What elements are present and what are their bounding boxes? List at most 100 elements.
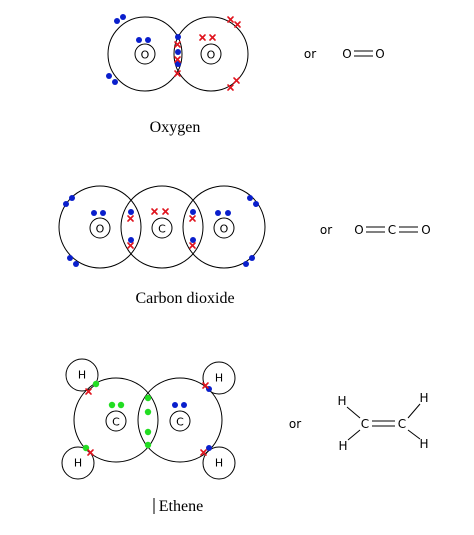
electron-cross [174, 70, 181, 77]
carbon-dioxide-molecule: O C O [58, 185, 266, 307]
co2-centre-symbol: C [158, 223, 166, 236]
co2-left-oxygen-shell [58, 185, 142, 269]
electron-cross [174, 56, 181, 63]
ethene-hydrogen-electrons [85, 382, 209, 456]
electron-dot [67, 255, 73, 261]
ethene-carbon-left-symbol: C [112, 416, 120, 429]
co2-right-oxygen-shell [182, 185, 266, 269]
electron-dot [145, 37, 151, 43]
electron-cross [151, 208, 158, 215]
co2-carbon-shell [120, 185, 204, 269]
electron-cross [162, 208, 169, 215]
ethene-carbon-right-symbol: C [176, 416, 184, 429]
carbon-dioxide-caption: Carbon dioxide [135, 290, 234, 307]
co2-carbon-electrons [127, 208, 196, 249]
electron-cross [227, 16, 234, 23]
co2-right-symbol: O [220, 223, 229, 236]
formula-atom-h: H [419, 437, 428, 451]
single-bond-line [347, 429, 361, 441]
hydrogen-top-right-shell [202, 361, 236, 395]
electron-cross [189, 242, 196, 249]
electron-dot [106, 73, 112, 79]
hydrogen-top-left-symbol: H [78, 369, 86, 382]
oxygen-right-electrons [174, 16, 241, 91]
oxygen-caption: Oxygen [150, 119, 201, 136]
electron-dot [128, 209, 134, 215]
hydrogen-bottom-right-shell [202, 446, 236, 480]
ethene-carbon-left-nucleus [105, 410, 127, 432]
oxygen-atom-left-shell [107, 16, 183, 92]
electron-cross [227, 84, 234, 91]
single-bond-line [346, 406, 361, 419]
electron-dot [136, 37, 142, 43]
single-bond-line [407, 403, 421, 419]
electron-dot [175, 49, 181, 55]
electron-dot [253, 201, 259, 207]
co2-left-oxygen-nucleus [89, 217, 111, 239]
electron-cross [85, 388, 92, 395]
ethene-left-carbon-electrons [82, 380, 152, 452]
electron-dot [243, 261, 249, 267]
formula-atom-h: H [419, 391, 428, 405]
electron-dot [144, 394, 152, 402]
oxygen-structural-formula: O O [342, 47, 384, 61]
electron-dot [69, 195, 75, 201]
formula-atom-c: C [388, 223, 396, 237]
oxygen-or-label: or [304, 47, 316, 61]
hydrogen-top-left-shell [65, 358, 99, 392]
electron-dot [190, 237, 196, 243]
ethene-carbon-left-shell [73, 377, 159, 463]
electron-cross [209, 34, 216, 41]
electron-dot [144, 408, 152, 416]
electron-dot [128, 237, 134, 243]
electron-dot [181, 402, 187, 408]
co2-carbon-nucleus [151, 217, 173, 239]
electron-cross [127, 242, 134, 249]
electron-cross [87, 449, 94, 456]
hydrogen-bottom-right-symbol: H [215, 457, 223, 470]
co2-oxygen-electrons [63, 195, 259, 267]
electron-dot [144, 428, 152, 436]
electron-dot [112, 79, 118, 85]
electron-cross [189, 215, 196, 222]
hydrogen-top-right-symbol: H [215, 372, 223, 385]
electron-dot [190, 209, 196, 215]
electron-dot [92, 380, 100, 388]
co2-structural-formula: O C O [354, 223, 430, 237]
electron-dot [63, 201, 69, 207]
electron-cross [234, 21, 241, 28]
electron-dot [215, 210, 221, 216]
co2-left-symbol: O [96, 223, 105, 236]
electron-dot [225, 210, 231, 216]
electron-dot [91, 210, 97, 216]
formula-atom-h: H [338, 439, 347, 453]
electron-dot [144, 441, 152, 449]
electron-dot [247, 195, 253, 201]
ethene-or-label: or [289, 417, 301, 431]
ethene-molecule: C C H H H H [61, 358, 236, 515]
ethene-caption: Ethene [159, 498, 203, 515]
electron-dot [108, 401, 116, 409]
electron-cross [202, 382, 209, 389]
electron-dot [175, 34, 181, 40]
oxygen-atom-left-nucleus [134, 43, 156, 65]
electron-dot [120, 14, 126, 20]
hydrogen-bottom-left-symbol: H [74, 457, 82, 470]
electron-dot [172, 402, 178, 408]
electron-cross [200, 449, 207, 456]
electron-cross [127, 215, 134, 222]
ethene-carbon-right-shell [137, 377, 223, 463]
single-bond-line [407, 429, 421, 440]
formula-atom-o: O [421, 223, 430, 237]
electron-cross [199, 34, 206, 41]
co2-or-label: or [320, 223, 332, 237]
electron-dot [206, 445, 212, 451]
formula-atom-o: O [354, 223, 363, 237]
co2-right-oxygen-nucleus [213, 217, 235, 239]
ethene-carbon-right-nucleus [169, 410, 191, 432]
oxygen-atom-right-nucleus [200, 43, 222, 65]
formula-atom-o: O [342, 47, 351, 61]
electron-dot [100, 210, 106, 216]
oxygen-left-electrons [106, 14, 181, 85]
